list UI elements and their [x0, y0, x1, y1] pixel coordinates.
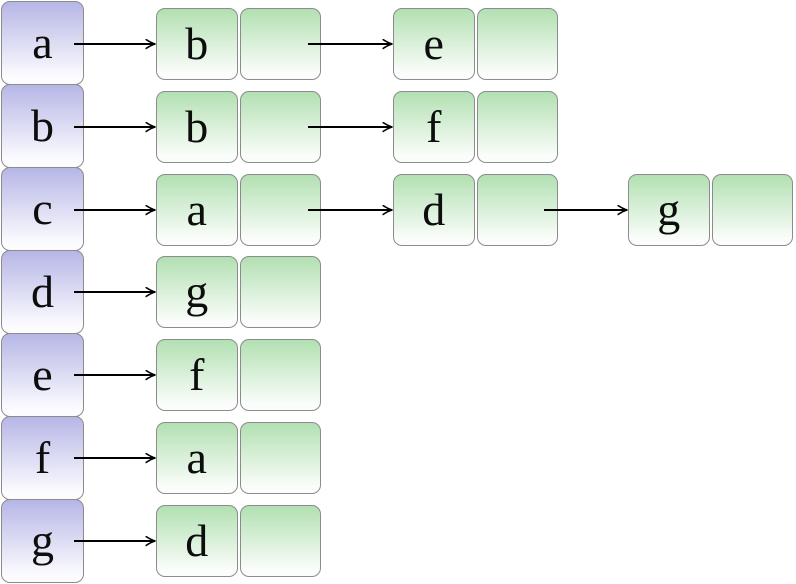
head-label-g: g: [31, 515, 54, 566]
node-pointer-cell: [239, 256, 321, 328]
node-pointer-cell: [239, 339, 321, 411]
node-value-cell: f: [393, 91, 475, 163]
node-pointer-cell: [239, 174, 321, 246]
head-arrow: [74, 282, 156, 302]
head-label-c: c: [32, 183, 53, 234]
head-cell-a: a: [1, 1, 84, 85]
next-pointer-arrow: [544, 200, 629, 220]
head-arrow: [74, 531, 156, 551]
head-arrow: [74, 448, 156, 468]
node-value-label: e: [423, 18, 444, 69]
next-pointer-arrow: [308, 34, 394, 54]
list-node: f: [156, 339, 321, 411]
list-node: e: [393, 8, 558, 80]
list-node: d: [393, 174, 558, 246]
head-label-f: f: [34, 432, 51, 483]
head-label-a: a: [32, 17, 53, 68]
node-value-label: f: [426, 101, 442, 152]
node-pointer-cell: [476, 91, 558, 163]
head-arrow: [74, 34, 156, 54]
node-value-label: f: [189, 349, 205, 400]
node-value-cell: a: [156, 422, 238, 494]
node-value-label: a: [186, 432, 207, 483]
node-pointer-cell: [239, 91, 321, 163]
head-cell-b: b: [1, 84, 84, 168]
head-arrow: [74, 365, 156, 385]
node-value-label: d: [185, 515, 209, 566]
node-pointer-cell: [239, 8, 321, 80]
node-value-label: b: [185, 101, 209, 152]
list-node: d: [156, 505, 321, 577]
list-node: g: [156, 256, 321, 328]
node-pointer-cell: [239, 422, 321, 494]
next-pointer-arrow: [308, 117, 394, 137]
node-value-label: d: [422, 184, 446, 235]
next-pointer-arrow: [308, 200, 394, 220]
node-value-cell: d: [156, 505, 238, 577]
list-node: a: [156, 174, 321, 246]
node-pointer-cell: [476, 8, 558, 80]
head-cell-g: g: [1, 499, 84, 583]
node-value-cell: d: [393, 174, 475, 246]
list-node: f: [393, 91, 558, 163]
head-cell-e: e: [1, 333, 84, 417]
head-arrow: [74, 117, 156, 137]
node-pointer-cell: [239, 505, 321, 577]
node-value-cell: g: [156, 256, 238, 328]
list-node: g: [628, 174, 793, 246]
node-value-cell: b: [156, 91, 238, 163]
head-label-d: d: [31, 266, 54, 317]
list-node: a: [156, 422, 321, 494]
head-cell-c: c: [1, 167, 84, 251]
node-value-label: a: [186, 184, 207, 235]
node-value-cell: e: [393, 8, 475, 80]
head-arrow: [74, 200, 156, 220]
head-label-b: b: [31, 100, 54, 151]
node-value-label: b: [185, 18, 209, 69]
node-pointer-cell: [711, 174, 793, 246]
node-value-label: g: [185, 266, 209, 317]
head-column: a b c d e f g: [1, 1, 84, 583]
node-value-cell: f: [156, 339, 238, 411]
node-value-cell: a: [156, 174, 238, 246]
node-value-cell: b: [156, 8, 238, 80]
head-label-e: e: [32, 349, 53, 400]
list-node: b: [156, 91, 321, 163]
node-value-cell: g: [628, 174, 710, 246]
list-node: b: [156, 8, 321, 80]
node-value-label: g: [657, 184, 681, 235]
